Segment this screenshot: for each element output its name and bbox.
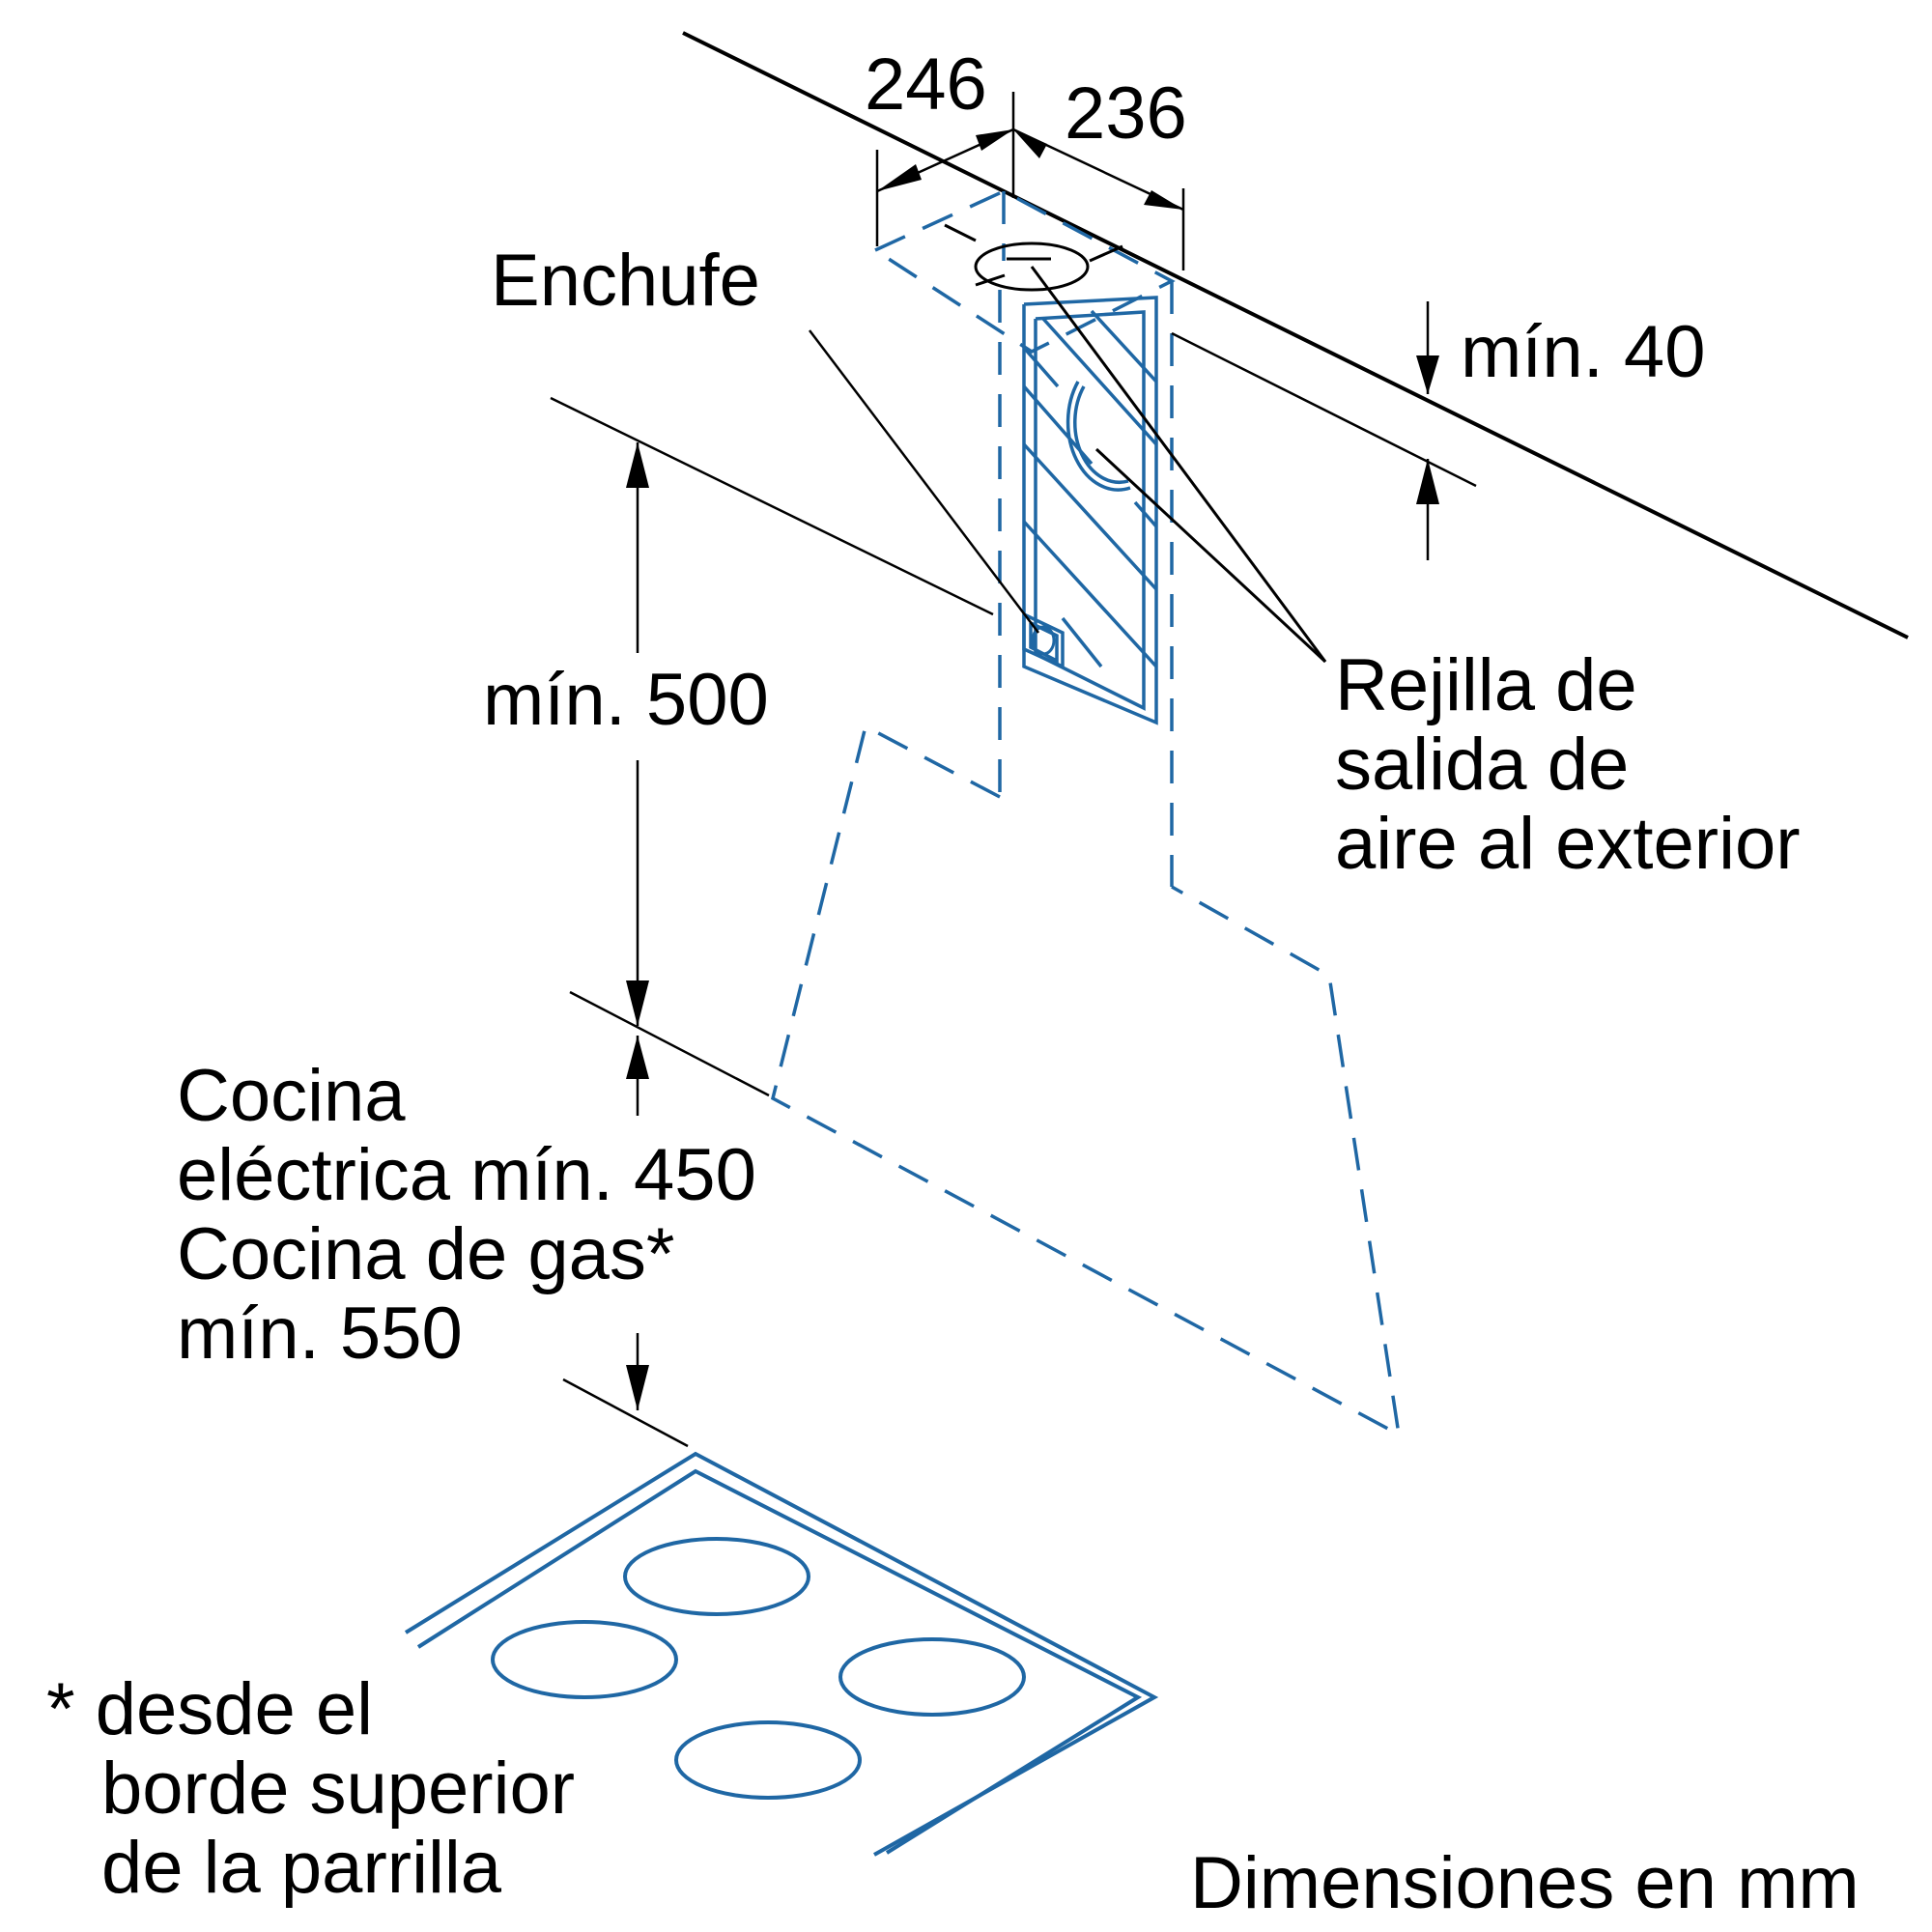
dimension-width-a-label: 246 <box>865 43 987 126</box>
arrowhead <box>1416 459 1439 504</box>
hob-outline <box>404 1451 1159 1857</box>
socket-box <box>1022 612 1065 669</box>
arrowhead <box>1013 129 1047 158</box>
arrowhead <box>626 980 649 1026</box>
arrowhead <box>1416 355 1439 394</box>
arrowhead <box>877 164 922 191</box>
arrowhead <box>626 442 649 488</box>
exhaust-grille-leader-lines <box>1030 266 1327 664</box>
hood-height-label: mín. 500 <box>483 659 769 741</box>
footnote: * desde el borde superior de la parrilla <box>46 1668 595 1909</box>
chimney-duct-outline <box>874 189 1176 887</box>
hob-clearance-label: Cocina eléctrica mín. 450 Cocina de gas*… <box>177 1055 777 1375</box>
exhaust-opening <box>944 223 1123 292</box>
arrowhead <box>976 129 1013 151</box>
hatched-mounting-zone <box>1022 296 1158 725</box>
ceiling-gap-label: mín. 40 <box>1461 311 1705 393</box>
socket-leader-line <box>809 329 1039 634</box>
dimension-hob-clearance <box>562 1036 689 1448</box>
dimension-width <box>875 92 1185 270</box>
socket-label: Enchufe <box>491 240 760 322</box>
arrowhead <box>626 1365 649 1410</box>
arrowhead <box>626 1036 649 1079</box>
units-note: Dimensiones en mm <box>1190 1842 1860 1924</box>
dimension-width-b-label: 236 <box>1065 72 1187 155</box>
dimension-hood-height <box>550 396 994 1097</box>
ceiling-line <box>682 31 1909 639</box>
dimension-ceiling-gap <box>1171 301 1477 560</box>
exhaust-grille-label: Rejilla de salida de aire al exterior <box>1335 644 1801 885</box>
arrowhead <box>1144 190 1183 210</box>
hood-canopy-outline <box>770 724 1402 1438</box>
